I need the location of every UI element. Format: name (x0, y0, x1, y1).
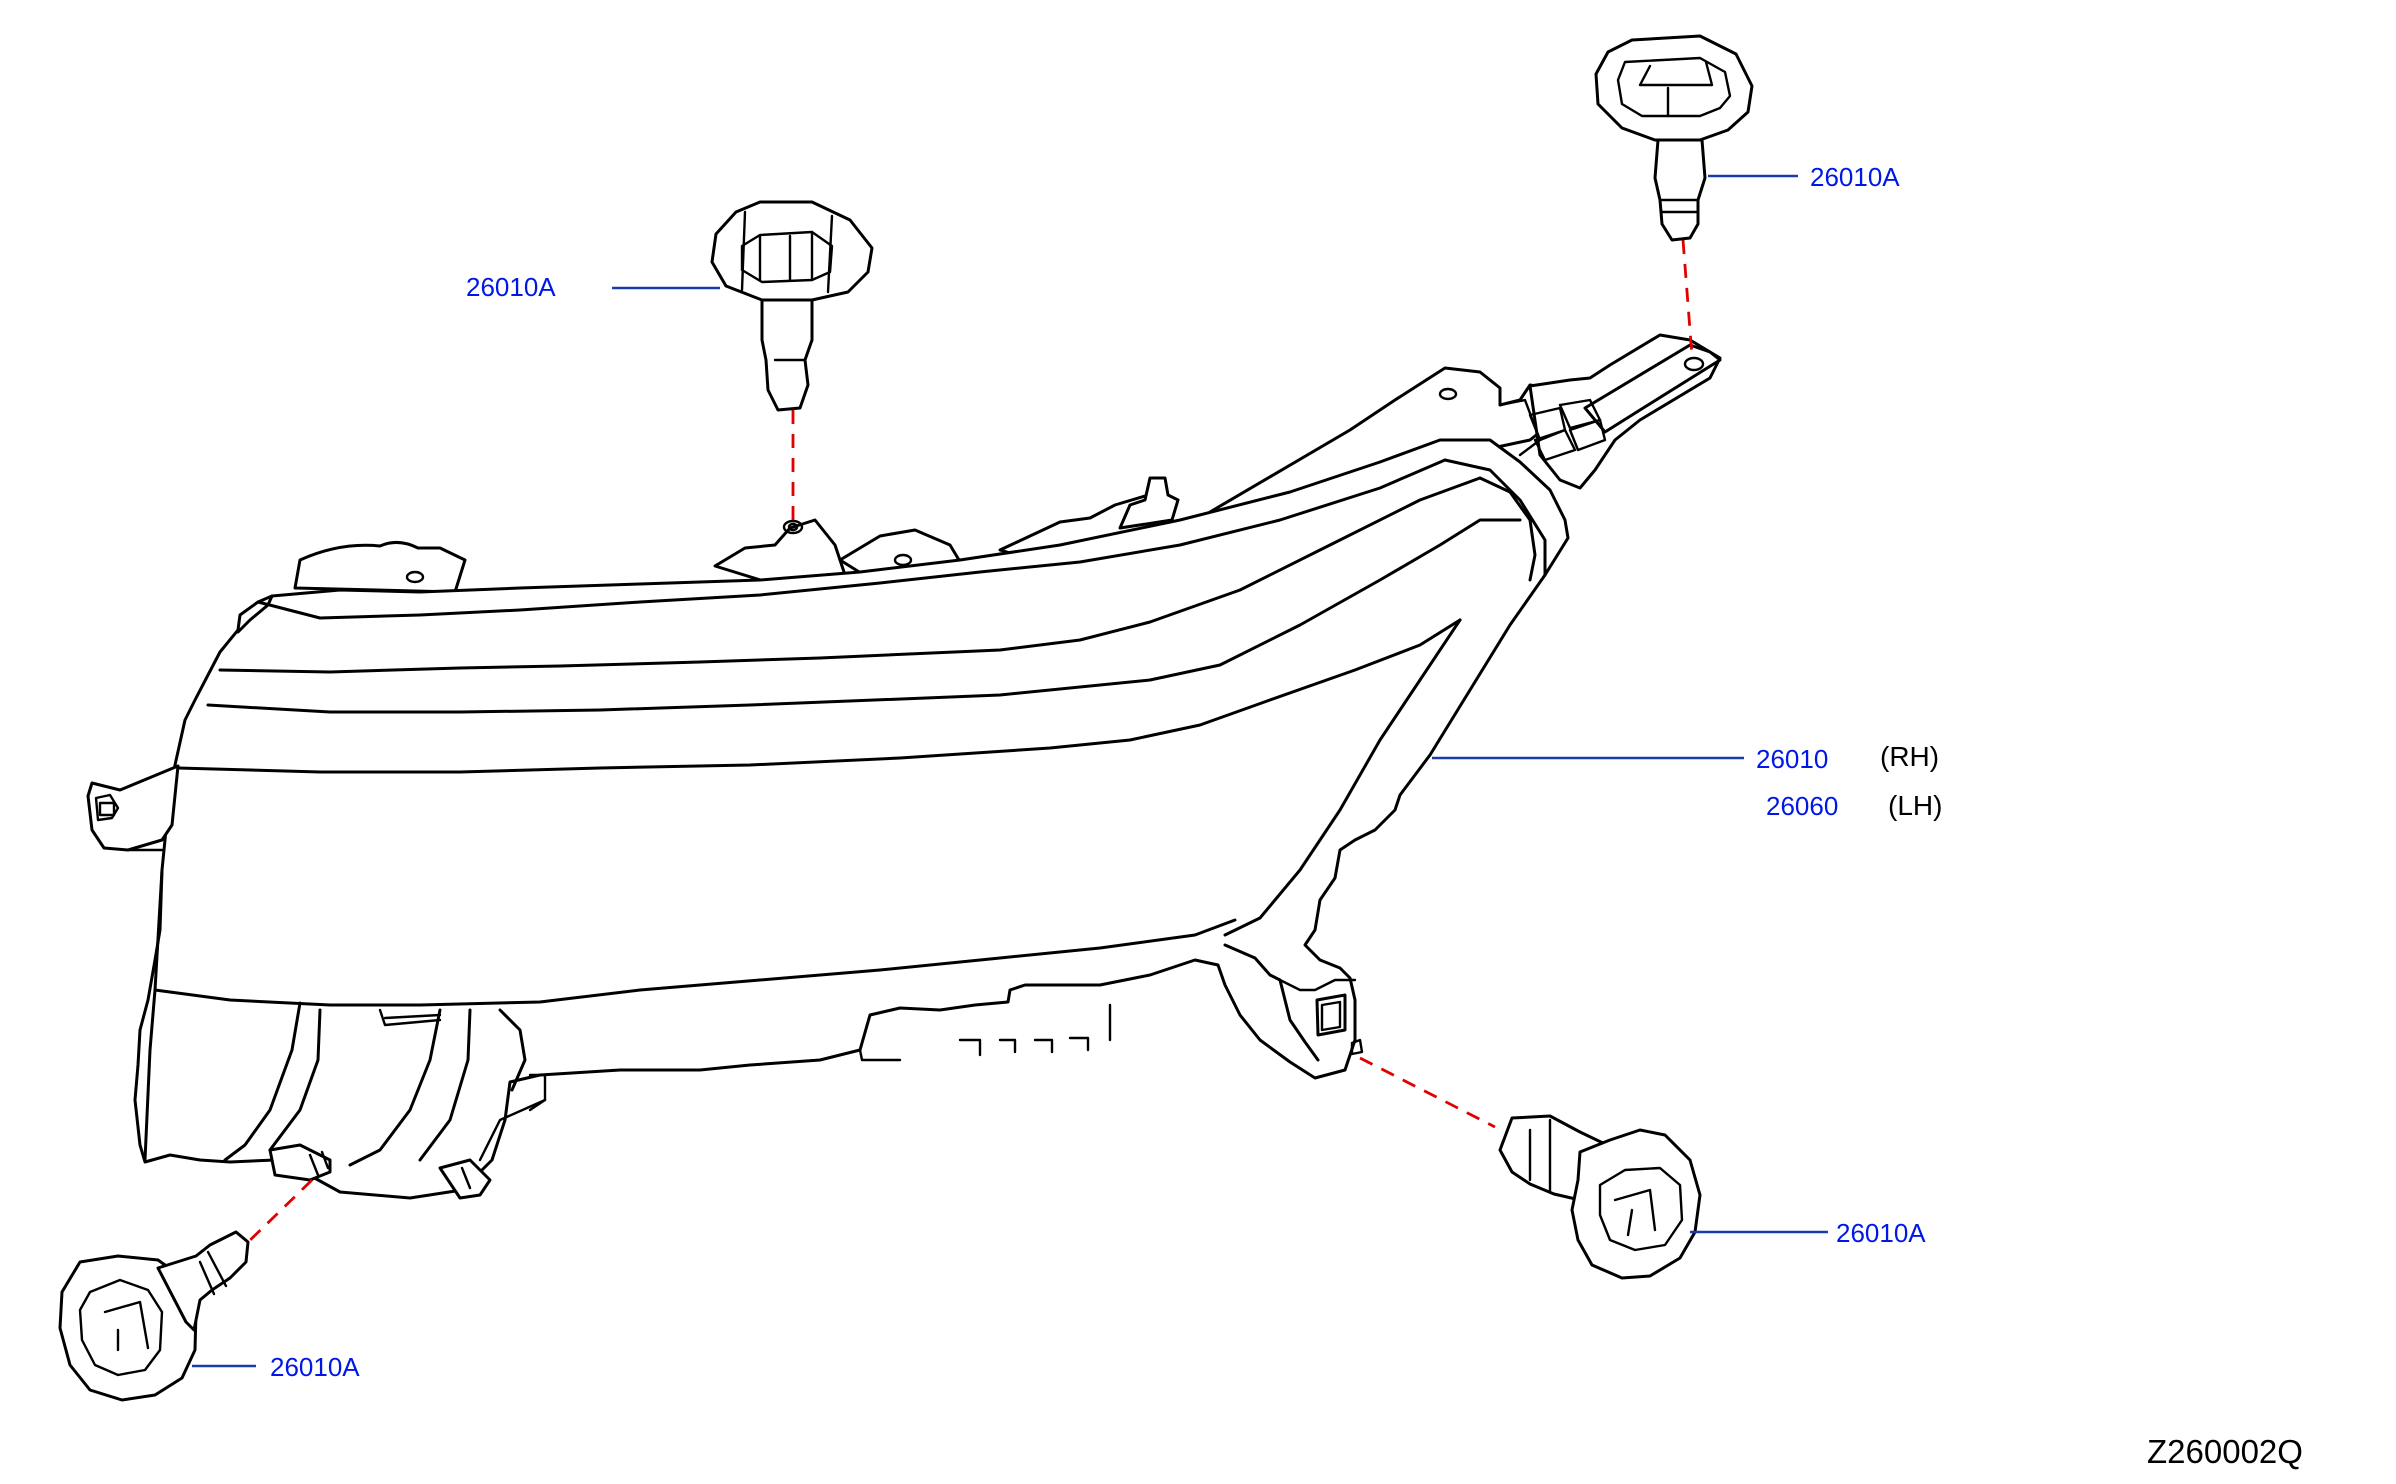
leader-lines (192, 174, 1828, 1368)
callout-lamp-lh-side: (LH) (1888, 790, 1942, 821)
path-top-right (1681, 239, 1694, 357)
callout-lamp-lh: 26060 (1766, 791, 1838, 821)
headlamp-assembly (86, 333, 1722, 1200)
callouts: 26010A 26010A 26010 (RH) 26060 (LH) 2601… (270, 162, 2303, 1470)
bolt-bottom-left (58, 1230, 250, 1402)
callout-lamp-rh-side: (RH) (1880, 741, 1939, 772)
fastener-paths (241, 239, 1694, 1250)
path-right (1359, 1056, 1496, 1129)
callout-bolt-bottom-left: 26010A (270, 1352, 360, 1382)
diagram-code: Z260002Q (2147, 1433, 2303, 1470)
callout-bolt-top-right: 26010A (1810, 162, 1900, 192)
path-bottom-left (241, 1178, 313, 1250)
bolt-top-right (1594, 34, 1754, 242)
callout-bolt-top-left: 26010A (466, 272, 556, 302)
callout-bolt-right: 26010A (1836, 1218, 1926, 1248)
callout-lamp-rh: 26010 (1756, 744, 1828, 774)
bolt-right (1498, 1114, 1702, 1280)
bolt-top-left (710, 200, 874, 412)
